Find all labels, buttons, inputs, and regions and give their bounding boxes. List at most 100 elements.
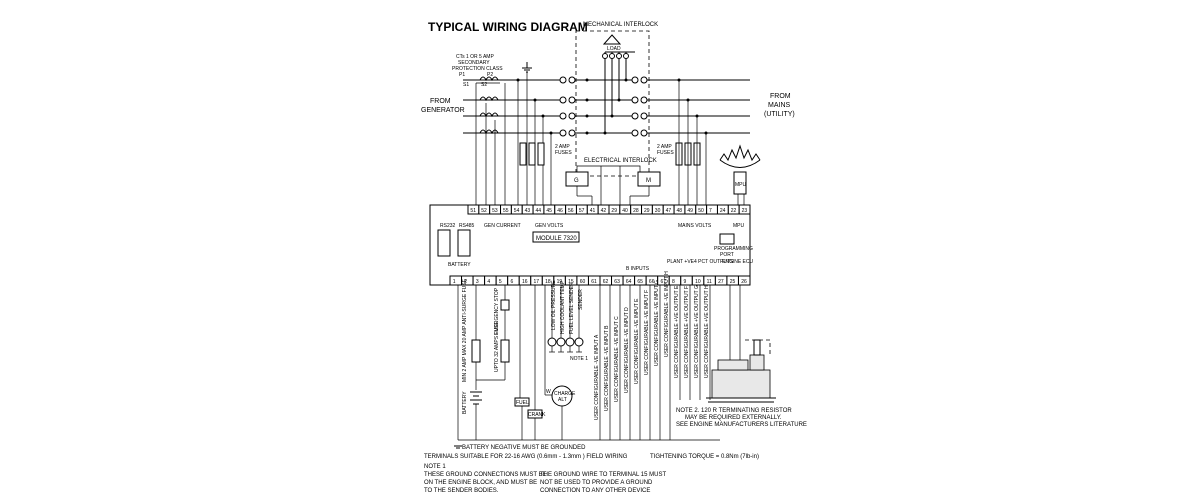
terminal-23 [738,204,751,215]
coil-m-label: M [646,178,651,184]
fuses-left-label-1: 2 AMP [555,144,570,150]
terminal-9 [680,275,693,286]
battery-label: BATTERY [448,262,471,268]
terminal-1 [449,275,463,286]
user-output-label: USER CONFIGURABLE +VE OUTPUT E [674,285,680,378]
fuses-right-label-1: 2 AMP [657,144,672,150]
gen-volts-label: GEN VOLTS [535,223,564,229]
mechanical-interlock-label: MECHANICAL INTERLOCK [583,22,658,28]
anti-surge-fuse [471,339,481,363]
emergency-stop-label: EMERGENCY STOP [494,287,500,335]
gen-current-label: GEN CURRENT [484,223,521,229]
crank-label: CRANK [528,412,546,418]
sender-3-icon [565,337,575,347]
note1-line-b: ON THE ENGINE BLOCK, AND MUST BE [424,480,537,486]
p1-label: P1 [459,72,465,78]
terminal-number: 25 [730,279,736,285]
terminal-number: 11 [707,279,712,285]
terminal-number: 5 [499,279,502,285]
terminal-number: 52 [481,208,487,214]
terminal-number: 1 [453,279,456,285]
terminal-number: 66 [649,279,655,285]
user-input-label: USER CONFIGURABLE -VE INPUT D [624,307,630,393]
terminal-number: 7 [709,208,712,214]
terminal-number: 17 [534,279,540,285]
sender-4-label: SENDER [578,289,584,310]
note1-line-a: THESE GROUND CONNECTIONS MUST BE [424,472,547,478]
rs485-port [437,229,451,257]
coil-g-label: G [574,178,579,184]
from-mains-label-1: FROM [770,93,791,100]
mains-contactor [631,76,648,137]
terminal-number: 49 [687,208,693,214]
ground-note-b: NOT BE USED TO PROVIDE A GROUND [540,480,653,486]
user-input-label: USER CONFIGURABLE -VE INPUT C [614,316,620,402]
terminal-number: 47 [666,208,672,214]
ground-note-a: THE GROUND WIRE TO TERMINAL 15 MUST [540,472,666,478]
terminal-number: 55 [503,208,509,214]
sender-2-label: HIGH COOLANT TEMP [560,280,566,334]
rs232-port [457,229,471,257]
terminal-5 [495,275,509,286]
fuse-right-label: UPTO 32 AMPS FUSE [494,321,500,372]
terminal-number: 8 [672,279,675,285]
user-input-label: USER CONFIGURABLE -VE INPUT E [634,298,640,384]
terminal-number: 41 [590,208,596,214]
terminal-number: 51 [470,208,476,214]
terminal-number: 46 [557,208,563,214]
s2-label: S2 [481,82,487,88]
terminal-26 [737,275,751,286]
engine-ecu-label: ENGINE ECU [722,259,754,265]
electrical-interlock-label: ELECTRICAL INTERLOCK [584,158,657,164]
plant-ve-label: PLANT +VE [667,259,695,265]
sender-3-label: FUEL LEVEL SENDER [569,282,575,334]
user-input-label: USER CONFIGURABLE -VE INPUT B [604,325,610,411]
terminal-4 [484,275,497,286]
note1-title: NOTE 1 [424,464,446,470]
user-output-label: USER CONFIGURABLE +VE OUTPUT G [694,285,700,378]
terminal-number: 26 [741,279,747,285]
sender-2-icon [556,337,566,347]
port-label-1: PROGRAMMING [714,246,753,252]
from-mains-label-2: MAINS [768,102,791,109]
module-body [429,204,751,286]
terminal-number: 22 [731,208,737,214]
emergency-stop-switch[interactable] [500,299,510,311]
from-generator-label-1: FROM [430,98,451,105]
mpu-gear [719,144,761,195]
terminal-number: 63 [614,279,620,285]
b-inputs-label: B INPUTS [626,266,650,272]
from-generator-label-2: GENERATOR [421,107,465,114]
terminal-number: 2 [464,279,467,285]
terminal-6 [507,275,520,286]
fuses-left-label-2: FUSES [555,150,572,156]
s1-label: S1 [463,82,469,88]
user-output-label: USER CONFIGURABLE +VE OUTPUT H [704,285,710,378]
charge-alt-label-1: CHARGE [554,391,576,397]
load-symbol [602,34,622,45]
terminal-number: 30 [655,208,661,214]
terminal-number: 18 [545,279,551,285]
fuel-label: FUEL [516,400,529,406]
terminal-number: 56 [568,208,574,214]
note-right-1: NOTE 2. 120 R TERMINATING RESISTOR [676,408,792,414]
load-label: LOAD [607,46,621,52]
user-output-label: USER CONFIGURABLE +VE OUTPUT F [684,286,690,378]
note-right-3: SEE ENGINE MANUFACTURERS LITERATURE [676,422,807,428]
terminal-number: 48 [677,208,683,214]
terminal-8 [668,275,682,286]
terminal-number: 45 [546,208,552,214]
terminal-number: 29 [644,208,650,214]
user-input-label: USER CONFIGURABLE -VE INPUT F [644,290,650,375]
battery-symbol [470,391,482,405]
terminal-number: 15 [568,279,574,285]
terminal-number: 65 [637,279,643,285]
senders [547,285,584,353]
note1-marker: NOTE 1 [570,356,588,362]
module-name-box [532,231,580,243]
terminal-number: 42 [601,208,607,214]
note1-line-c: TO THE SENDER BODIES. [424,488,499,494]
generator-contactor [559,76,576,137]
user-input-label: USER CONFIGURABLE -VE INPUT H [664,271,670,357]
